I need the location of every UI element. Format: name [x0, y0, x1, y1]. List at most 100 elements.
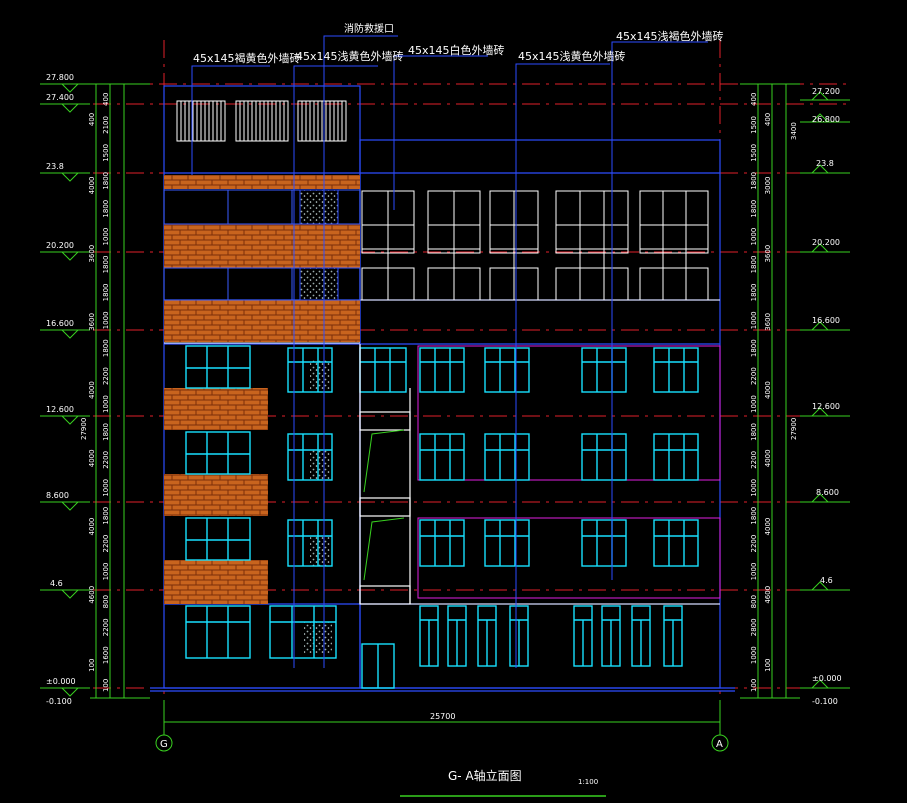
dims-right-inner-item: 1000: [750, 228, 758, 246]
elev-left-9: -0.100: [46, 697, 72, 706]
roof-louvres: [176, 100, 347, 142]
dims-left-inner-item: 1000: [102, 563, 110, 581]
dims-right-inner-item: 1800: [750, 339, 758, 357]
callout-light-yellow-tile: 45x145浅黄色外墙砖: [296, 49, 404, 63]
elev-right-9: -0.100: [812, 697, 838, 706]
elev-right-3: 20.200: [812, 238, 840, 247]
dims-right-inner-item: 1800: [750, 200, 758, 218]
dims-right-inner-item: 1800: [750, 423, 758, 441]
dims-right-outer-item: 400: [764, 113, 772, 126]
dims-left-inner-item: 1000: [102, 311, 110, 329]
dims-left-inner-item: 1000: [102, 228, 110, 246]
elev-right-2: 23.8: [816, 159, 834, 168]
dims-right-inner-item: 1000: [750, 563, 758, 581]
dims-left-inner-item: 2200: [102, 367, 110, 385]
dims-right-outer-item: 3600: [764, 245, 772, 263]
overall-dimension: 25700: [430, 712, 455, 721]
dim-left-total: 27900: [80, 418, 88, 440]
dims-left-outer-item: 3600: [88, 313, 96, 331]
dims-left-inner-item: 1800: [102, 200, 110, 218]
elev-left-6: 8.600: [46, 491, 69, 500]
level-markers: [40, 83, 850, 697]
dims-right-outer-item: 4000: [764, 449, 772, 467]
dims-left-inner-item: 400: [102, 93, 110, 106]
callout-light-brown-tile: 45x145浅褐色外墙砖: [616, 29, 724, 43]
callout-white-tile: 45x145白色外墙砖: [408, 43, 505, 57]
dims-left-inner-item: 2200: [102, 535, 110, 553]
dims-left-outer-item: 4600: [88, 586, 96, 604]
dims-right-inner-item: 2200: [750, 367, 758, 385]
dims-right-inner-item: 1500: [750, 116, 758, 134]
elev-left-8: ±0.000: [46, 677, 76, 686]
dims-left-inner-item: 1000: [102, 395, 110, 413]
dims-left-inner-item: 2100: [102, 116, 110, 134]
upper-left-windows: [163, 189, 361, 301]
dims-right-inner-item: 1500: [750, 144, 758, 162]
dims-right-inner-item: 1000: [750, 311, 758, 329]
dim-right-top: 3400: [790, 122, 798, 140]
dims-left-outer-item: 4000: [88, 449, 96, 467]
elev-left-0: 27.800: [46, 73, 74, 82]
dims-right-inner-item: 1800: [750, 507, 758, 525]
dims-left-outer-item: 4000: [88, 381, 96, 399]
elev-left-7: 4.6: [50, 579, 63, 588]
callout-brown-yellow-tile: 45x145褐黄色外墙砖: [193, 51, 301, 65]
elev-right-1: 26.800: [812, 115, 840, 124]
dims-left-inner-item: 1800: [102, 172, 110, 190]
elev-right-7: 4.6: [820, 576, 833, 585]
elev-left-4: 16.600: [46, 319, 74, 328]
dims-left-inner-item: 1500: [102, 144, 110, 162]
dims-right-outer-item: 4000: [764, 381, 772, 399]
stair-flight: [363, 429, 405, 581]
dims-left-inner: 400 2100 1500 1800 1800 1000 1800 1800 1000 1800 2…: [102, 93, 110, 692]
callout-light-yellow-tile-2: 45x145浅黄色外墙砖: [518, 49, 626, 63]
dims-left-inner-item: 800: [102, 595, 110, 608]
callout-fire-rescue: 消防救援口: [344, 22, 394, 35]
elev-left-2: 23.8: [46, 162, 64, 171]
dims-right-inner-item: 2200: [750, 535, 758, 553]
stair-core: [359, 344, 411, 605]
brick-bands: [164, 175, 360, 604]
dims-right-inner-item: 1800: [750, 283, 758, 301]
dims-left-inner-item: 1800: [102, 339, 110, 357]
dims-right-inner-item: 1800: [750, 256, 758, 274]
elevations-right: 27.200 26.800 23.8 20.200 16.600 12.600 …: [812, 87, 842, 706]
dims-right-inner-item: 1000: [750, 646, 758, 664]
elev-right-0: 27.200: [812, 87, 840, 96]
dims-left-outer-item: 3600: [88, 245, 96, 263]
drawing-title: G- A轴立面图: [448, 768, 522, 783]
dims-right-inner-item: 400: [750, 93, 758, 106]
elev-left-5: 12.600: [46, 405, 74, 414]
elev-left-1: 27.400: [46, 93, 74, 102]
drawing-scale: 1:100: [578, 778, 598, 786]
axis-bubble-right: A: [711, 734, 729, 752]
dims-left-inner-item: 1800: [102, 423, 110, 441]
elev-right-6: 8.600: [816, 488, 839, 497]
dims-left-outer-item: 400: [88, 113, 96, 126]
dims-left-inner-item: 1800: [102, 256, 110, 274]
dims-right-outer-item: 100: [764, 659, 772, 672]
dims-right-outer-item: 4000: [764, 518, 772, 536]
rescue-panels: [299, 189, 339, 654]
dims-right-inner-item: 100: [750, 679, 758, 692]
axis-label-left: G: [160, 739, 168, 750]
dims-left-outer-item: 4000: [88, 518, 96, 536]
dims-left-inner-item: 1800: [102, 507, 110, 525]
dims-right-outer-item: 3000: [764, 177, 772, 195]
elev-right-4: 16.600: [812, 316, 840, 325]
dims-left-outer-item: 100: [88, 659, 96, 672]
elev-right-8: ±0.000: [812, 674, 842, 683]
dims-left-inner-item: 1600: [102, 646, 110, 664]
dimension-lines: [90, 83, 800, 735]
elev-left-3: 20.200: [46, 241, 74, 250]
dim-right-total: 27900: [790, 418, 798, 440]
elevations-left: 27.800 27.400 23.8 20.200 16.600 12.600 …: [46, 73, 76, 706]
callout-leaders: [191, 35, 708, 668]
upper-right-windows: [361, 190, 709, 301]
dims-left-inner-item: 100: [102, 679, 110, 692]
dims-right-inner-item: 1800: [750, 172, 758, 190]
dims-left-inner-item: 1800: [102, 283, 110, 301]
